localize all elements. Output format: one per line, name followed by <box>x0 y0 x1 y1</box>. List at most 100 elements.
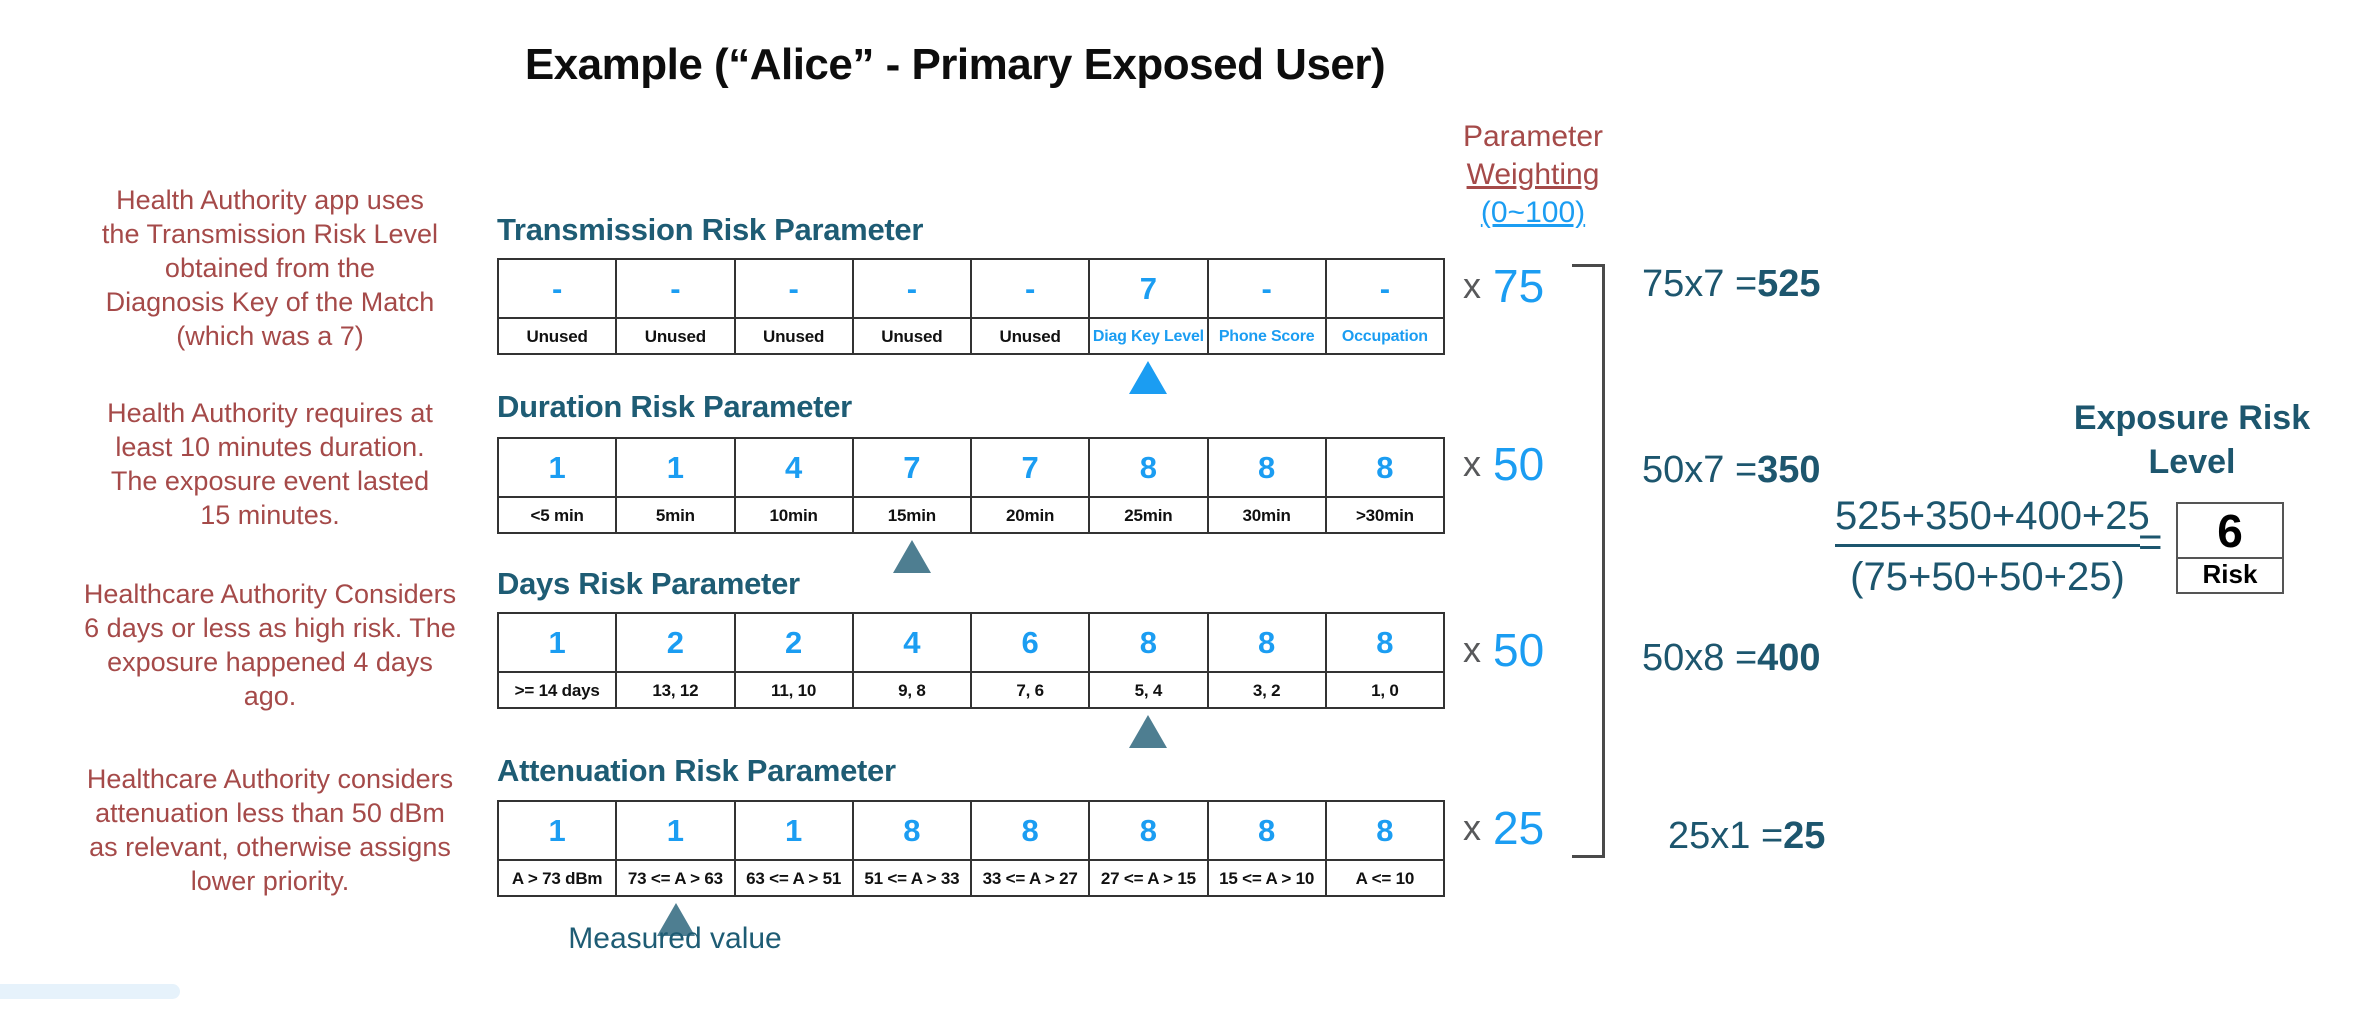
param-value-cell: 8 <box>1209 614 1327 671</box>
selection-triangle-icon <box>893 540 931 573</box>
param-value-cell: 2 <box>617 614 736 671</box>
fraction-numerator: 525+350+400+25 <box>1835 494 2150 538</box>
param-value-cell: 7 <box>1090 260 1209 317</box>
param-label-cell: 3, 2 <box>1209 673 1327 709</box>
param-label-cell: 5min <box>617 498 736 534</box>
param-value-cell: - <box>736 260 854 317</box>
param-label-cell: Unused <box>499 319 618 355</box>
param-label-cell: A > 73 dBm <box>499 861 618 897</box>
param-value-cell: 8 <box>1376 449 1394 485</box>
param-heading-duration: Duration Risk Parameter <box>497 389 852 424</box>
weight-value: 25 <box>1493 802 1545 854</box>
param-value-cell: 1 <box>499 802 618 859</box>
param-heading-transmission: Transmission Risk Parameter <box>497 212 924 247</box>
calc-days: 50x8 = 400 <box>1642 636 2062 680</box>
calc-expression: 25x1 = <box>1668 814 1784 857</box>
param-label-cell: 5, 4 <box>1090 673 1209 709</box>
calc-expression: 50x8 = <box>1642 636 1758 679</box>
param-value-cell: 8 <box>1090 439 1209 496</box>
param-value-cell: 8 <box>1090 614 1209 671</box>
risk-result-value: 6 <box>2178 504 2282 559</box>
calc-transmission: 75x7 = 525 <box>1642 262 2062 306</box>
param-label-cell: 11, 10 <box>736 673 854 709</box>
param-value-cell: 1 <box>617 802 736 859</box>
param-value-cell: - <box>972 260 1091 317</box>
param-value-cell: 8 <box>854 802 972 859</box>
param-label-cell: 15min <box>854 498 972 534</box>
weight-attenuation: x 25 <box>1463 800 1613 856</box>
note-attenuation: Healthcare Authority considers attenuati… <box>86 764 454 896</box>
risk-result-label: Risk <box>2202 559 2258 589</box>
weight-days: x 50 <box>1463 622 1613 678</box>
param-label-cell: 10min <box>736 498 854 534</box>
weight-duration: x 50 <box>1463 436 1613 492</box>
param-label-cell: 13, 12 <box>617 673 736 709</box>
param-label-cell: 51 <= A > 33 <box>854 861 972 897</box>
calc-result: 525 <box>1757 262 1821 305</box>
param-value-cell: - <box>617 260 736 317</box>
weighting-range-link[interactable]: (0~100) <box>1480 196 1586 229</box>
multiply-sign: x <box>1463 443 1481 484</box>
param-value-cell: 6 <box>972 614 1091 671</box>
param-label-cell: Unused <box>617 319 736 355</box>
param-label-cell: 15 <= A > 10 <box>1209 861 1327 897</box>
param-label-cell: Occupation <box>1341 328 1428 345</box>
param-label-cell: Diag Key Level <box>1090 319 1209 355</box>
param-heading-attenuation: Attenuation Risk Parameter <box>497 753 896 788</box>
value-row: -----7-- <box>499 260 1443 319</box>
param-value-cell: 1 <box>736 802 854 859</box>
param-heading-days: Days Risk Parameter <box>497 566 800 601</box>
note-transmission: Health Authority app uses the Transmissi… <box>101 185 439 351</box>
param-value-cell: 4 <box>736 439 854 496</box>
multiply-sign: x <box>1463 265 1481 306</box>
weight-value: 50 <box>1493 624 1545 676</box>
note-duration: Health Authority requires at least 10 mi… <box>107 398 433 530</box>
param-value-cell: 8 <box>972 802 1091 859</box>
calc-result: 350 <box>1757 448 1821 491</box>
risk-fraction: 525+350+400+25 (75+50+50+25) <box>1835 492 2150 601</box>
param-label-cell: 25min <box>1090 498 1209 534</box>
param-label-cell: 63 <= A > 51 <box>736 861 854 897</box>
param-value-cell: 2 <box>736 614 854 671</box>
risk-result-box: 6 Risk <box>2176 502 2284 594</box>
param-label-cell: 20min <box>972 498 1091 534</box>
param-label-cell: >30min <box>1355 506 1414 525</box>
weighting-line-1: Parameter <box>1462 120 1604 153</box>
measured-value-label: Measured value <box>568 922 782 955</box>
param-label-cell: 30min <box>1209 498 1327 534</box>
multiply-sign: x <box>1463 807 1481 848</box>
note-days: Healthcare Authority Considers 6 days or… <box>83 579 457 711</box>
multiply-sign: x <box>1463 629 1481 670</box>
calc-result: 400 <box>1757 636 1821 679</box>
calc-result: 25 <box>1783 814 1826 857</box>
param-label-cell: 1, 0 <box>1371 681 1399 700</box>
param-value-cell: 1 <box>499 439 618 496</box>
weighting-line-2: Weighting <box>1466 158 1600 191</box>
param-value-cell: - <box>499 260 618 317</box>
param-value-cell: 1 <box>617 439 736 496</box>
param-value-cell: 8 <box>1209 802 1327 859</box>
calc-attenuation: 25x1 = 25 <box>1668 814 2088 858</box>
selection-triangle-icon <box>1129 361 1167 394</box>
param-value-cell: 8 <box>1090 802 1209 859</box>
equals-sign: = <box>2138 518 2163 565</box>
calc-duration: 50x7 = 350 <box>1642 448 2062 492</box>
param-label-cell: Phone Score <box>1209 319 1327 355</box>
parameter-weighting-header: Parameter Weighting (0~100) <box>1428 118 1638 232</box>
grouping-bracket <box>1572 264 1605 858</box>
param-value-cell: 8 <box>1209 439 1327 496</box>
param-label-cell: Unused <box>972 319 1091 355</box>
param-value-cell: - <box>1209 260 1327 317</box>
selection-triangle-icon <box>657 903 695 936</box>
param-value-cell: - <box>1379 270 1391 306</box>
param-value-cell: - <box>854 260 972 317</box>
